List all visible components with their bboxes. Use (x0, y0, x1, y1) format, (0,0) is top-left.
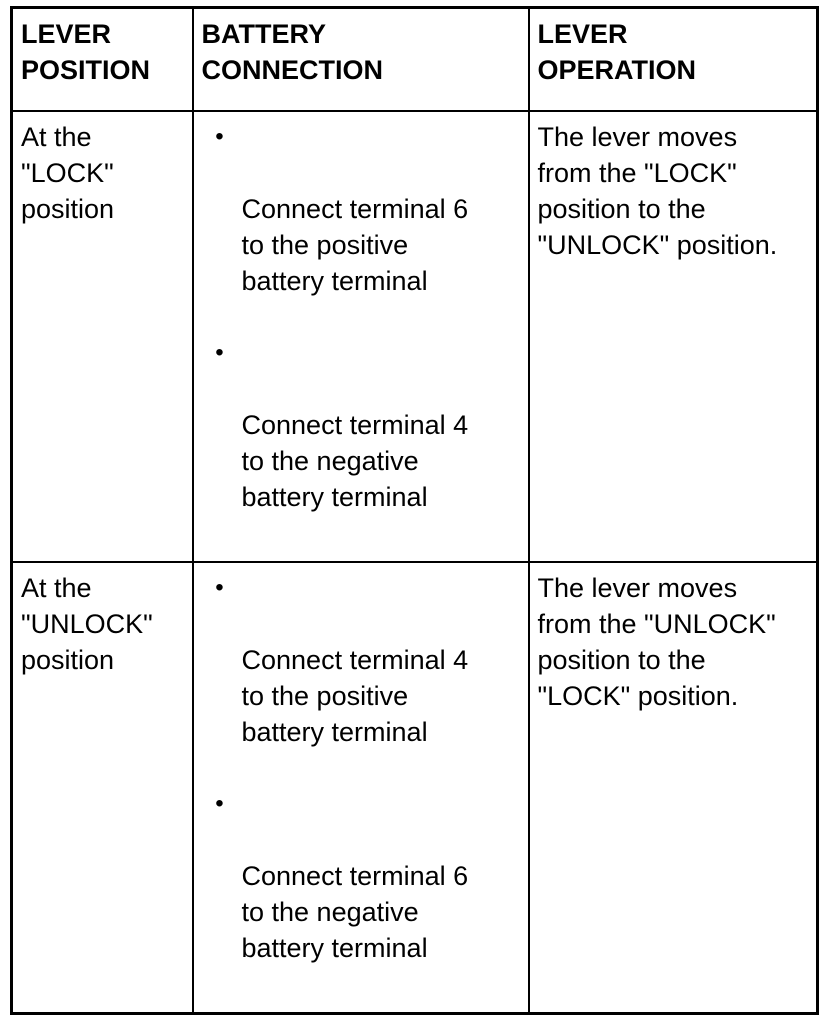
table-header: LEVER POSITION BATTERY CONNECTION LEVER … (10, 6, 819, 112)
battery-connection-item-text: Connect terminal 6 to the positive batte… (241, 194, 469, 296)
cell-lever-operation-row1: The lever moves from the "LOCK" position… (527, 110, 819, 563)
cell-lever-position-row1: At the "LOCK" position (10, 110, 194, 563)
page-root: LEVER POSITION BATTERY CONNECTION LEVER … (10, 6, 819, 1015)
bullet-icon: • (215, 574, 224, 601)
column-header-lever-operation-label: LEVER OPERATION (537, 19, 697, 85)
lever-position-text-row1: At the "LOCK" position (21, 122, 115, 224)
table-header-row: LEVER POSITION BATTERY CONNECTION LEVER … (10, 6, 819, 112)
bullet-icon: • (215, 123, 224, 150)
cell-battery-connection-row1: • Connect terminal 6 to the positive bat… (191, 110, 530, 563)
lever-position-text-row2: At the "UNLOCK" position (21, 573, 153, 675)
bullet-icon: • (215, 790, 224, 817)
list-item: • Connect terminal 4 to the positive bat… (202, 570, 520, 786)
lever-operation-table: LEVER POSITION BATTERY CONNECTION LEVER … (10, 6, 819, 1015)
list-item: • Connect terminal 4 to the negative bat… (202, 335, 520, 551)
column-header-lever-operation: LEVER OPERATION (527, 6, 819, 112)
lever-operation-text-row1: The lever moves from the "LOCK" position… (537, 122, 778, 260)
battery-connection-list-row2: • Connect terminal 4 to the positive bat… (202, 570, 520, 1002)
battery-connection-item-text: Connect terminal 6 to the negative batte… (241, 861, 469, 963)
table-body: At the "LOCK" position • Connect termina… (10, 110, 819, 1015)
lever-operation-text-row2: The lever moves from the "UNLOCK" positi… (537, 573, 776, 711)
cell-battery-connection-row2: • Connect terminal 4 to the positive bat… (191, 561, 530, 1015)
column-header-lever-position-label: LEVER POSITION (21, 19, 151, 85)
column-header-battery-connection-label: BATTERY CONNECTION (201, 19, 384, 85)
battery-connection-item-text: Connect terminal 4 to the positive batte… (241, 645, 469, 747)
table-row: At the "LOCK" position • Connect termina… (10, 110, 819, 563)
cell-lever-operation-row2: The lever moves from the "UNLOCK" positi… (527, 561, 819, 1015)
battery-connection-item-text: Connect terminal 4 to the negative batte… (241, 410, 469, 512)
list-item: • Connect terminal 6 to the negative bat… (202, 786, 520, 1002)
bullet-icon: • (215, 339, 224, 366)
cell-lever-position-row2: At the "UNLOCK" position (10, 561, 194, 1015)
battery-connection-list-row1: • Connect terminal 6 to the positive bat… (202, 119, 520, 551)
list-item: • Connect terminal 6 to the positive bat… (202, 119, 520, 335)
table-row: At the "UNLOCK" position • Connect termi… (10, 561, 819, 1015)
column-header-battery-connection: BATTERY CONNECTION (191, 6, 530, 112)
column-header-lever-position: LEVER POSITION (10, 6, 194, 112)
